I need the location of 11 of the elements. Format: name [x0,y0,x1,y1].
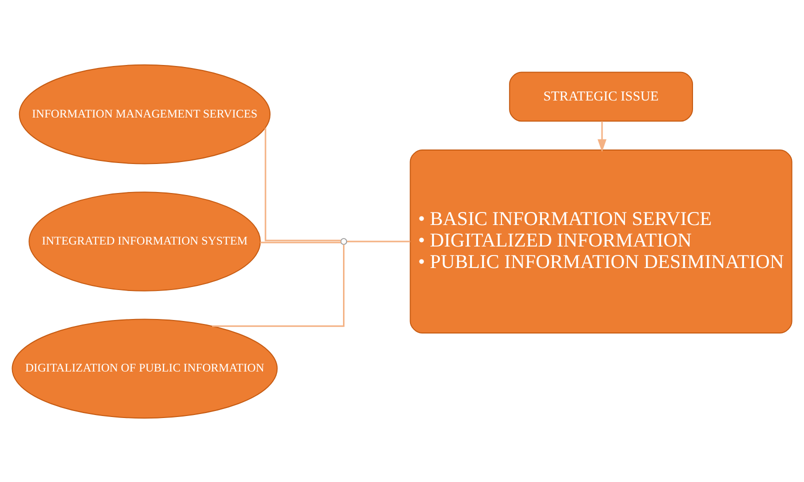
node-box: • BASIC INFORMATION SERVICE • DIGITALIZED INFORMATION • PUBLIC INFORMATION DESIMINATION [410,149,792,333]
connector [212,244,344,326]
node-ellipse: INTEGRATED INFORMATION SYSTEM [28,191,261,291]
node-ellipse: DIGITALIZATION OF PUBLIC INFORMATION [12,318,278,418]
node-ellipse: INFORMATION MANAGEMENT SERVICES [18,64,271,164]
connector [347,240,410,242]
arrow [598,120,606,152]
connector [260,241,341,243]
connector [264,127,341,241]
node-box: STRATEGIC ISSUE [509,71,693,122]
node-circle [340,238,348,244]
